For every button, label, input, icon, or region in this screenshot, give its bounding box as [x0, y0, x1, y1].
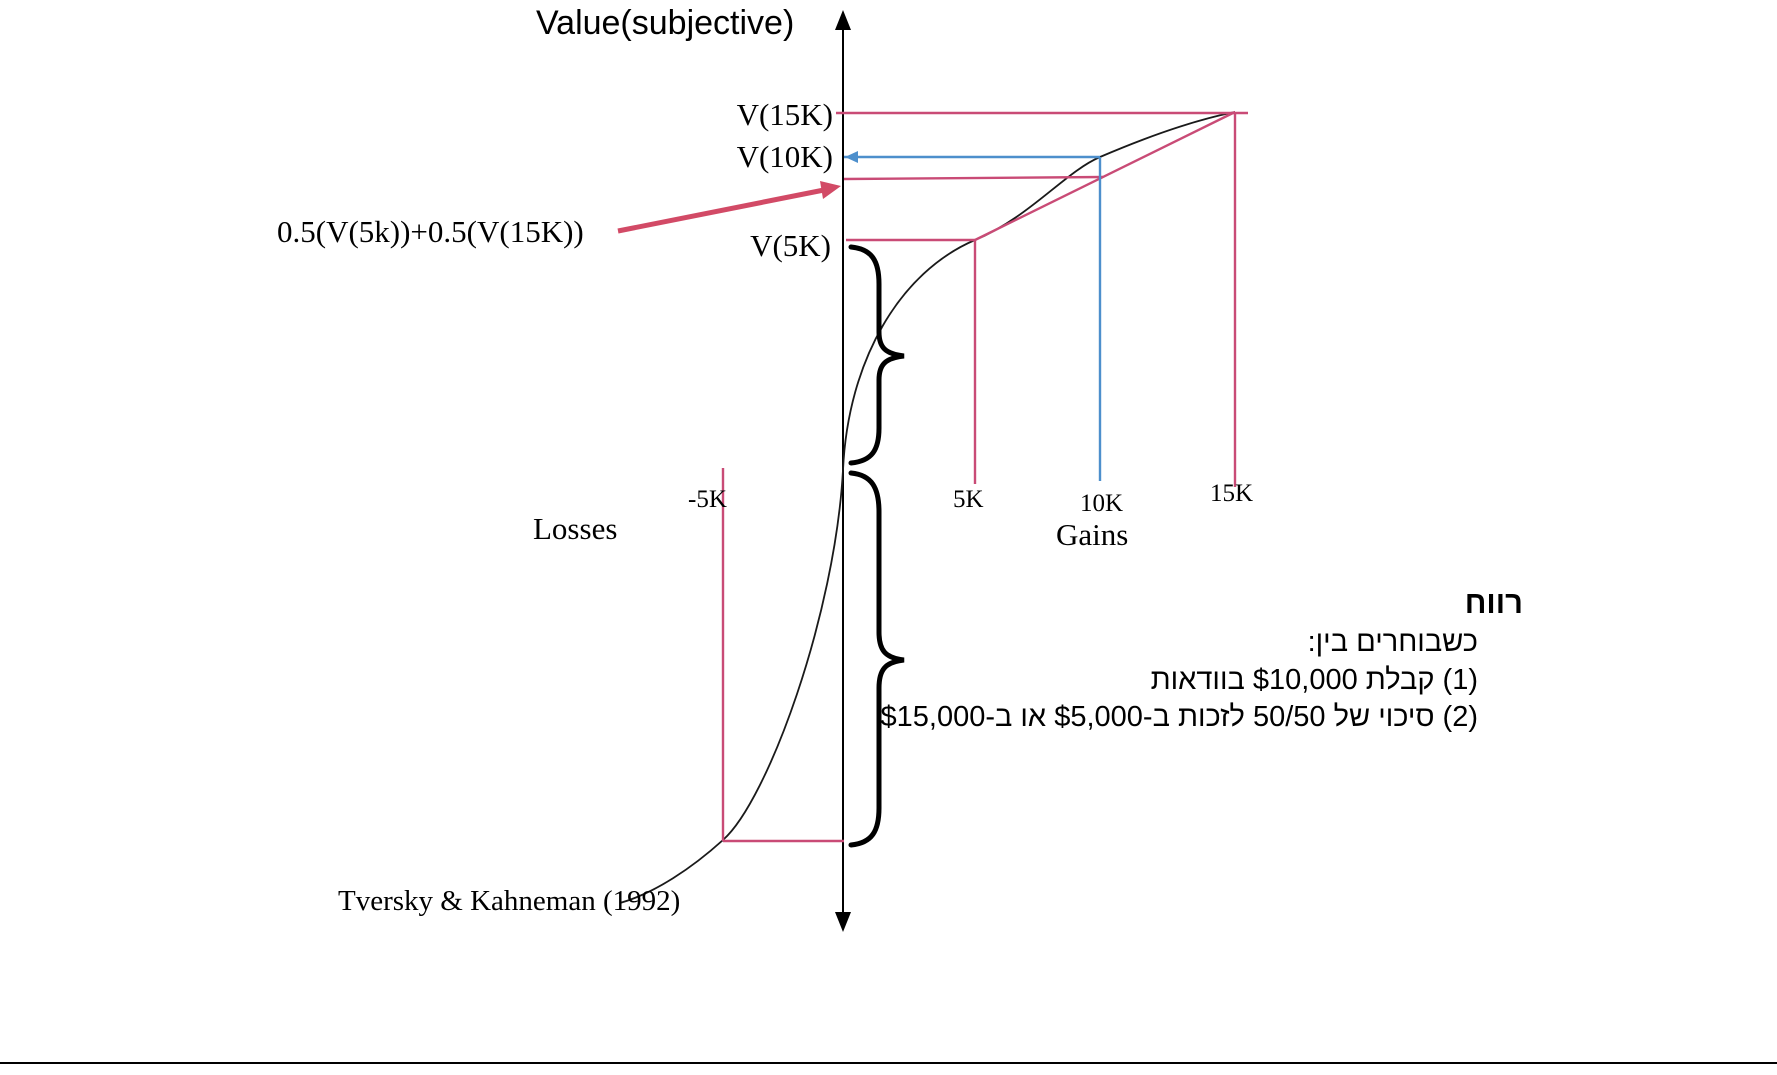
v10k-label: V(10K) [736, 139, 833, 174]
gains-axis-label: Gains [1056, 517, 1129, 552]
loss-magnitude-brace [848, 470, 905, 848]
v10k-arrowhead-icon [845, 151, 858, 163]
x-tick-10k: 10K [1080, 490, 1124, 517]
gain-magnitude-brace [848, 244, 905, 466]
axis-arrow-up-icon [835, 10, 851, 30]
v5k-label: V(5K) [750, 228, 831, 263]
expected-value-arrowhead-icon [820, 181, 841, 199]
hebrew-heading: רווח [1464, 585, 1523, 620]
hebrew-option-2: (2) סיכוי של 50/50 לזכות ב-$5,000 או ב-$… [880, 701, 1479, 733]
citation-label: Tversky & Kahneman (1992) [338, 885, 681, 917]
v15k-label: V(15K) [736, 97, 833, 132]
gamble-chord-line [974, 110, 1236, 242]
x-tick-5k: 5K [953, 486, 984, 513]
hebrew-intro-line: כשבוחרים בין: [1307, 626, 1478, 658]
expected-value-label: 0.5(V(5k))+0.5(V(15K)) [277, 214, 584, 249]
chart-title: Value(subjective) [536, 4, 795, 42]
hebrew-option-1: (1) קבלת $10,000 בוודאות [1150, 664, 1478, 696]
expected-value-arrow [617, 187, 825, 234]
x-tick-minus-5k: -5K [688, 486, 727, 513]
slide-bottom-border [0, 1062, 1777, 1064]
losses-axis-label: Losses [533, 511, 618, 546]
axis-arrow-down-icon [835, 912, 851, 932]
x-tick-15k: 15K [1210, 480, 1254, 507]
expected-value-horizontal-line [843, 175, 1104, 181]
